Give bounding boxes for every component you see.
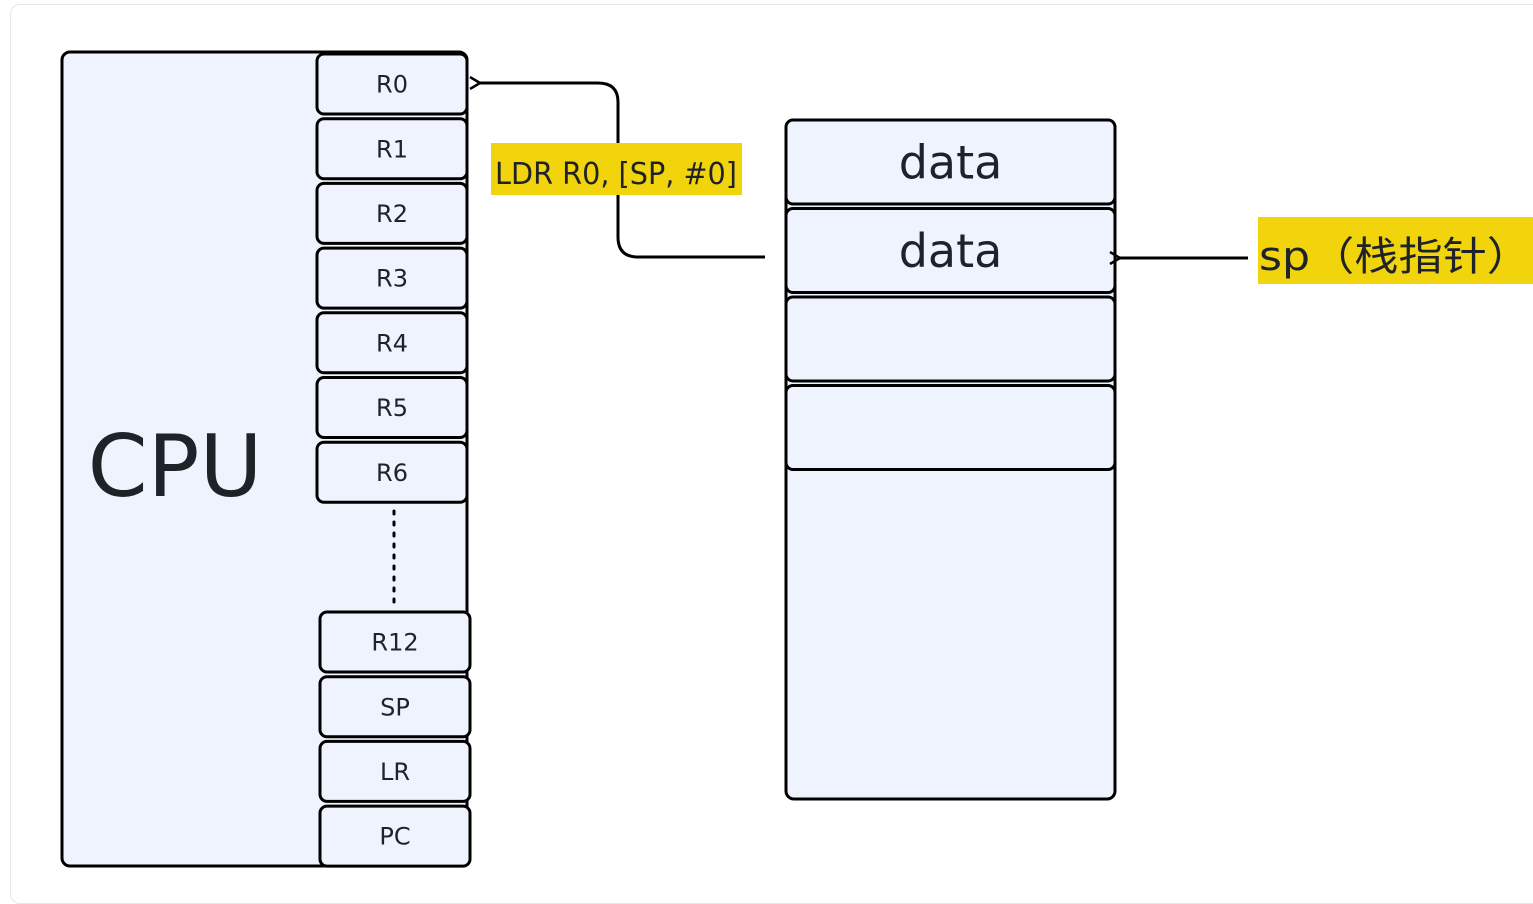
register-r1-label: R1 [376,135,408,163]
register-pc: PC [318,804,472,868]
register-r4: R4 [315,311,469,375]
register-r2: R2 [315,181,469,245]
register-r6: R6 [315,440,469,504]
stack-cell-1-label: data [899,224,1003,278]
register-r12-box [318,610,472,674]
register-r12: R12 [318,610,472,674]
register-lr-label: LR [380,758,410,786]
instruction-text: LDR R0, [SP, #0] [495,157,737,192]
register-pc-box [318,804,472,868]
register-r2-label: R2 [376,200,408,228]
stack-cell-0-box [784,118,1117,206]
register-r3-box [315,246,469,310]
register-sp: SP [318,675,472,739]
stack-cell-0: data [784,118,1117,206]
register-r2-box [315,181,469,245]
register-r3: R3 [315,246,469,310]
register-lr: LR [318,739,472,803]
register-r0-box [315,52,469,116]
register-sp-box [318,675,472,739]
register-r6-label: R6 [376,459,408,487]
stack-cell-2 [784,295,1117,383]
stack-cell-1-box [784,207,1117,294]
register-sp-label: SP [380,693,410,721]
register-r5-label: R5 [376,394,408,422]
stack-cell-3-box [784,384,1117,471]
register-r5: R5 [315,376,469,439]
stack-cells: data data [784,118,1117,471]
stack-memory: data data [784,118,1117,801]
register-pc-label: PC [379,823,410,851]
register-r12-label: R12 [371,629,418,657]
register-r0: R0 [315,52,469,116]
stack-cell-3 [784,384,1117,471]
cpu-label: CPU [88,417,263,517]
register-r3-label: R3 [376,265,408,293]
register-r0-label: R0 [376,71,408,99]
register-lr-box [318,739,472,803]
instruction-highlight [491,143,742,195]
register-r5-box [315,376,469,439]
stack-cell-0-label: data [899,136,1003,190]
register-r1: R1 [315,117,469,181]
register-r6-box [315,440,469,504]
register-r1-box [315,117,469,181]
register-r4-label: R4 [376,329,408,357]
sp-pointer-label: sp（栈指针） [1258,217,1533,284]
sp-label-highlight [1258,217,1533,284]
stack-cell-1: data [784,207,1117,294]
sp-label-text: sp（栈指针） [1259,234,1531,280]
register-r4-box [315,311,469,375]
stack-cell-2-box [784,295,1117,383]
instruction-label: LDR R0, [SP, #0] [491,143,742,195]
